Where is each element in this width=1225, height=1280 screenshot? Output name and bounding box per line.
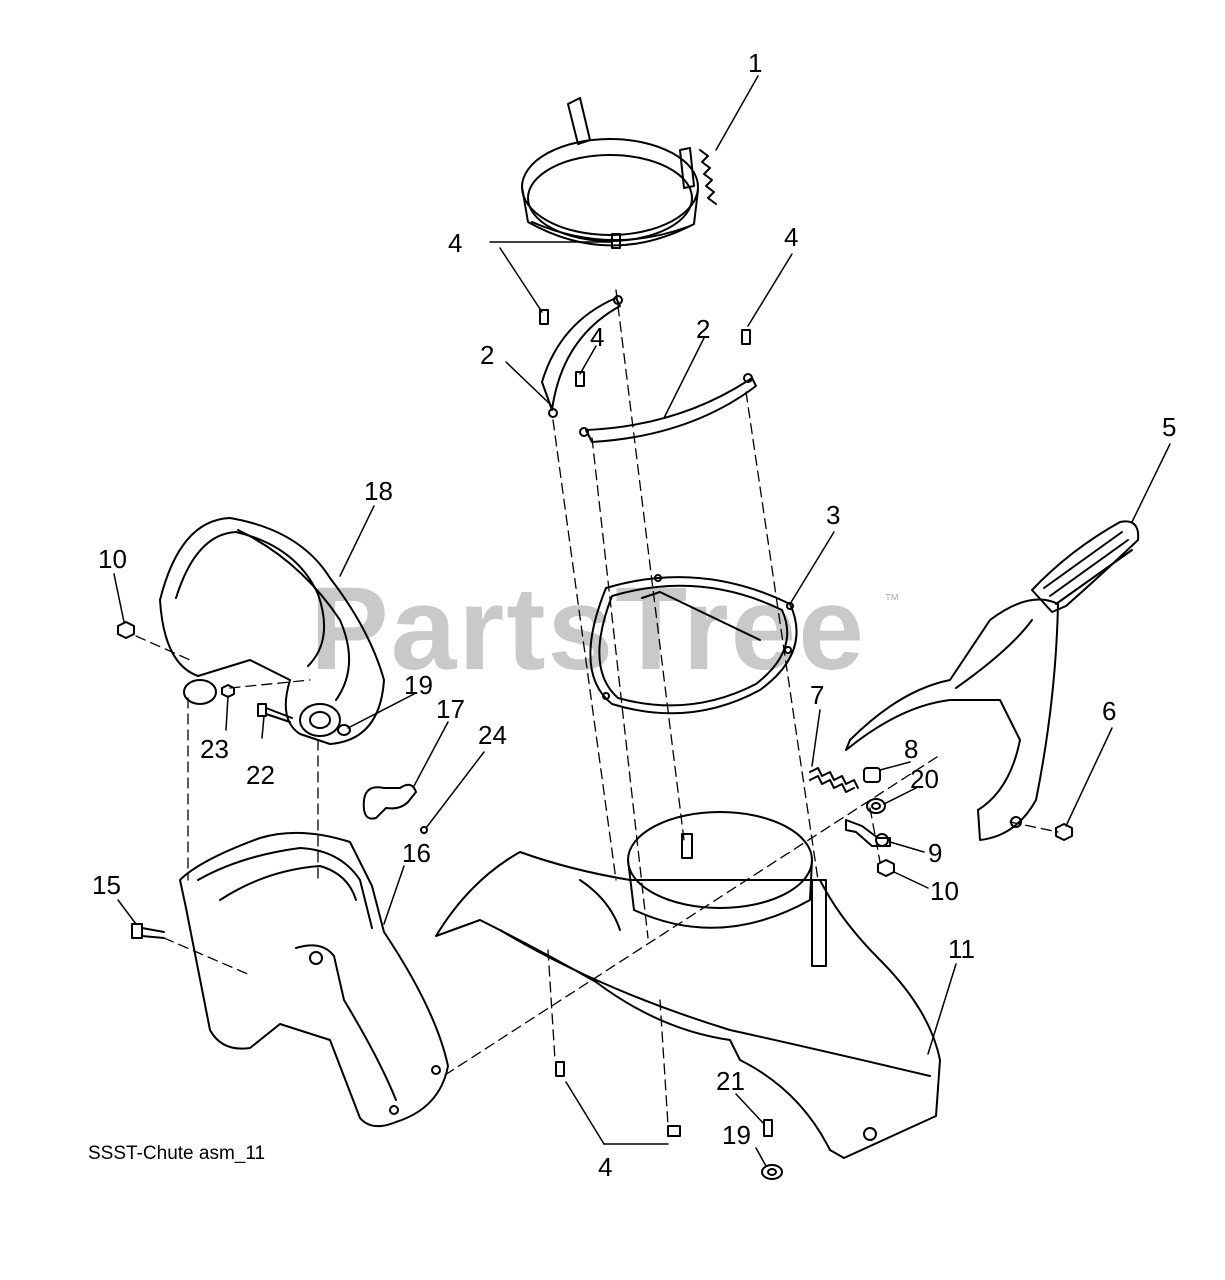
callout-2: 2 bbox=[480, 340, 495, 370]
callout-5: 5 bbox=[1162, 412, 1177, 442]
callout-6: 6 bbox=[1102, 696, 1117, 726]
callout-4: 4 bbox=[598, 1152, 613, 1182]
callout-17: 17 bbox=[436, 694, 465, 724]
part-7-spring bbox=[809, 767, 859, 793]
callout-1: 1 bbox=[748, 48, 763, 78]
diagram-caption: SSST-Chute asm_11 bbox=[88, 1143, 266, 1164]
callout-19: 19 bbox=[404, 670, 433, 700]
callout-4: 4 bbox=[448, 228, 463, 258]
part-2-bracket-right bbox=[579, 373, 757, 443]
callout-10: 10 bbox=[98, 544, 127, 574]
part-1-chute-ring bbox=[521, 97, 717, 247]
callout-21: 21 bbox=[716, 1066, 745, 1096]
part-21-bolt bbox=[763, 1119, 773, 1137]
callout-4: 4 bbox=[784, 222, 799, 252]
callout-23: 23 bbox=[200, 734, 229, 764]
part-18-upper-deflector bbox=[159, 517, 385, 745]
callout-4: 4 bbox=[590, 322, 605, 352]
callout-7: 7 bbox=[810, 680, 825, 710]
callout-20: 20 bbox=[910, 764, 939, 794]
part-22-bolt bbox=[257, 703, 293, 723]
part-10-nut-left bbox=[117, 621, 135, 639]
part-9-lever bbox=[845, 819, 891, 847]
leader-lines bbox=[113, 75, 1171, 1167]
part-15-bolt bbox=[131, 923, 165, 939]
part-5-handle bbox=[845, 520, 1140, 841]
alignment-lines bbox=[135, 289, 1059, 1126]
part-4-bolts bbox=[539, 233, 751, 1137]
part-19-washer-upper bbox=[337, 724, 351, 736]
part-8-bolt bbox=[863, 767, 881, 783]
callout-8: 8 bbox=[904, 734, 919, 764]
callout-22: 22 bbox=[246, 760, 275, 790]
part-20-washer bbox=[866, 798, 886, 814]
part-19-washer-lower bbox=[761, 1164, 783, 1180]
part-11-chute-base bbox=[435, 811, 941, 1159]
part-16-lower-chute bbox=[179, 831, 449, 1128]
callout-2: 2 bbox=[696, 314, 711, 344]
part-3-gasket bbox=[589, 574, 798, 715]
callout-18: 18 bbox=[364, 476, 393, 506]
callout-15: 15 bbox=[92, 870, 121, 900]
callout-9: 9 bbox=[928, 838, 943, 868]
part-2-bracket-left bbox=[541, 295, 623, 418]
part-17-knob bbox=[362, 783, 417, 820]
callout-16: 16 bbox=[402, 838, 431, 868]
part-23-nut bbox=[221, 684, 235, 698]
callout-19: 19 bbox=[722, 1120, 751, 1150]
watermark-trademark: ™ bbox=[884, 592, 900, 609]
callout-3: 3 bbox=[826, 500, 841, 530]
callout-24: 24 bbox=[478, 720, 507, 750]
part-6-nut bbox=[1055, 823, 1073, 841]
callout-11: 11 bbox=[948, 934, 975, 964]
callout-10: 10 bbox=[930, 876, 959, 906]
part-10-nut-right bbox=[877, 859, 895, 877]
part-24-pin bbox=[420, 826, 428, 834]
